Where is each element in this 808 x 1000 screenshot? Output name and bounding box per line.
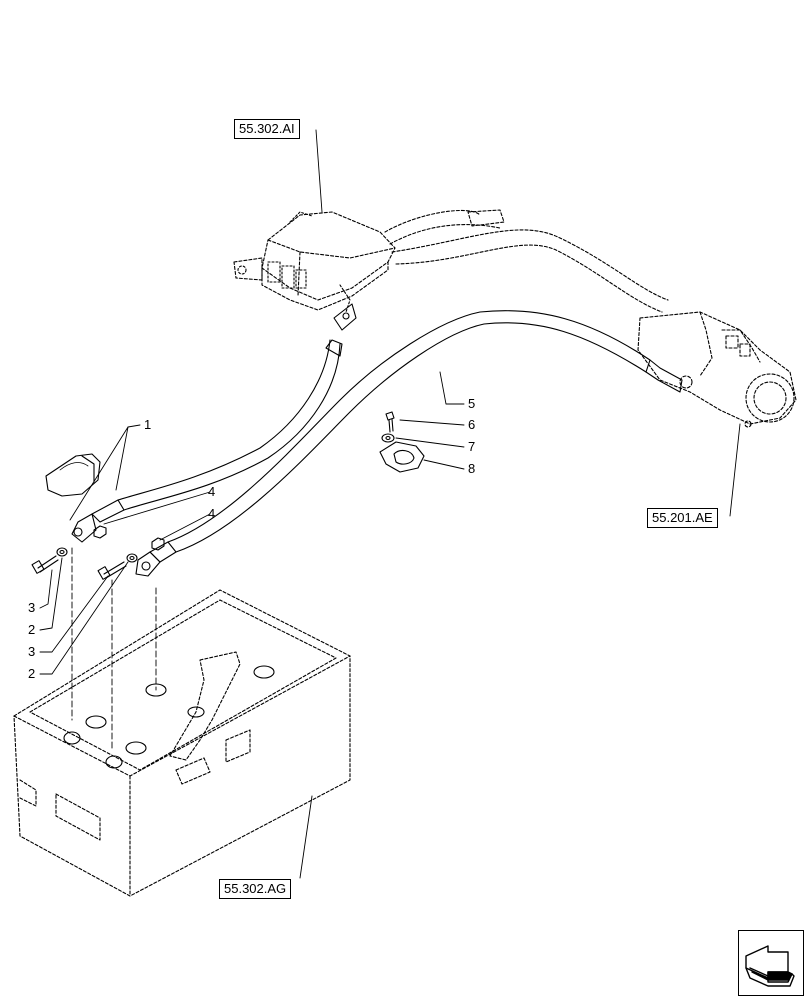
harness-upper [384, 209, 669, 313]
battery [13, 589, 351, 897]
callout-1: 1 [144, 417, 152, 432]
reference-55-201-ae[interactable]: 55.201.AE [647, 508, 718, 528]
clamp-8 [379, 441, 425, 473]
battery-cable-1 [71, 303, 357, 543]
washer-2a [56, 547, 68, 557]
reference-55-302-ai[interactable]: 55.302.AI [234, 119, 300, 139]
nut-4b [151, 537, 165, 551]
callout-2b: 2 [28, 666, 36, 681]
callout-3b: 3 [28, 644, 36, 659]
terminal-cover [45, 453, 101, 497]
washer-7 [381, 433, 395, 443]
washer-2b [126, 553, 138, 563]
battery-terminals [63, 665, 275, 769]
leader-lines [39, 129, 741, 879]
callout-5: 5 [468, 396, 476, 411]
power-distribution-box [233, 211, 396, 313]
callout-4a: 4 [208, 484, 216, 499]
battery-cable-5 [135, 310, 683, 577]
callout-2a: 2 [28, 622, 36, 637]
callout-4b: 4 [208, 506, 216, 521]
callout-8: 8 [468, 461, 476, 476]
starter-motor [637, 311, 797, 428]
bolt-3a [31, 555, 59, 574]
callout-6: 6 [468, 417, 476, 432]
next-page-arrow-icon[interactable] [745, 945, 795, 987]
alignment-lines [71, 547, 157, 749]
callout-3a: 3 [28, 600, 36, 615]
nut-4a [93, 525, 107, 539]
screw-6 [385, 411, 395, 433]
callout-7: 7 [468, 439, 476, 454]
reference-55-302-ag[interactable]: 55.302.AG [219, 879, 292, 899]
